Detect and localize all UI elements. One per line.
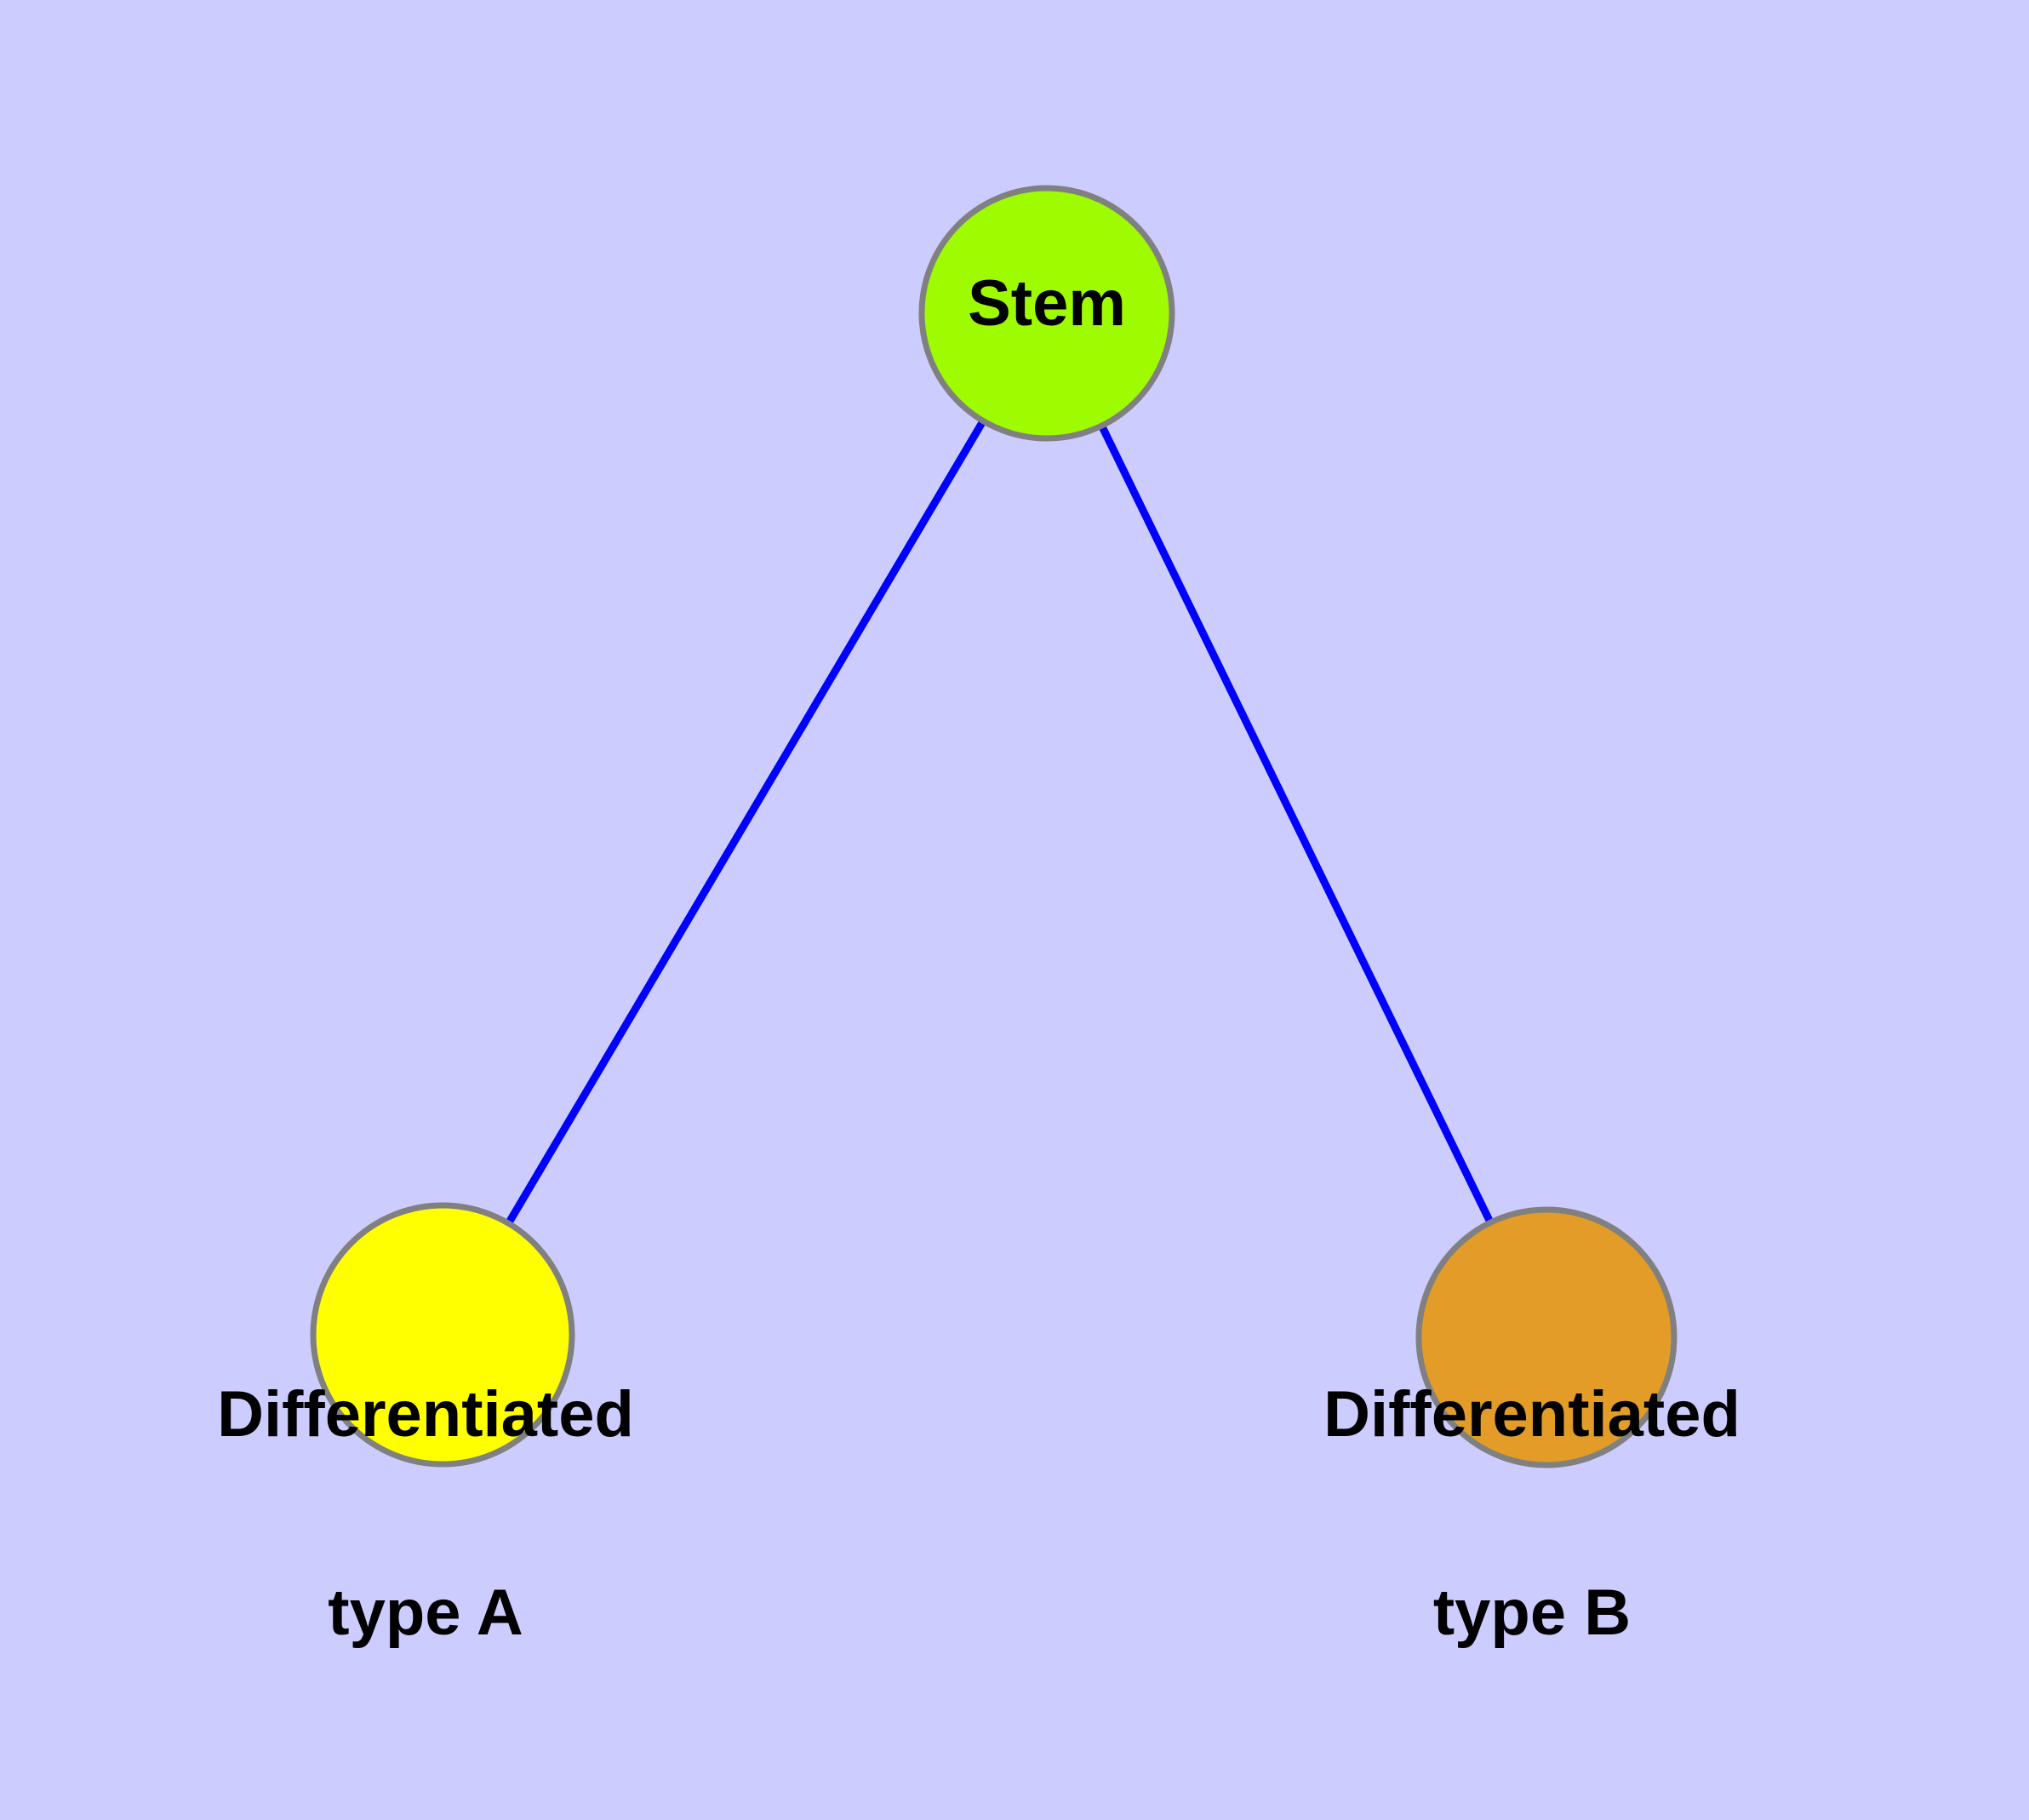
- node-differentiated-type-a[interactable]: [310, 1202, 575, 1468]
- edge-stem-to-diff-b[interactable]: [1097, 421, 1495, 1227]
- edge-layer: [504, 417, 1495, 1228]
- node-layer: [310, 185, 1677, 1468]
- node-stem[interactable]: [918, 185, 1175, 442]
- edge-stem-to-diff-a[interactable]: [504, 417, 987, 1228]
- node-differentiated-type-b[interactable]: [1415, 1206, 1677, 1468]
